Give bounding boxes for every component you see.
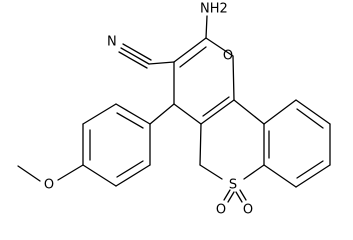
bond-lines xyxy=(17,15,331,203)
atom-label-methoxy-oxygen: O xyxy=(44,178,54,193)
atom-label-sulfone-oxygen-right: O xyxy=(243,203,253,218)
atom-label-sulfone-oxygen-left: O xyxy=(216,203,226,218)
atom-label-pyran-oxygen: O xyxy=(223,49,233,64)
atom-label-sulfur: S xyxy=(229,178,237,193)
atom-label-nitrile-n: N xyxy=(107,35,117,50)
chemical-structure-diagram: N NH2 O O S O O xyxy=(17,2,331,218)
atom-labels: N NH2 O O S O O xyxy=(44,2,253,218)
atom-label-amino: NH2 xyxy=(200,2,228,17)
